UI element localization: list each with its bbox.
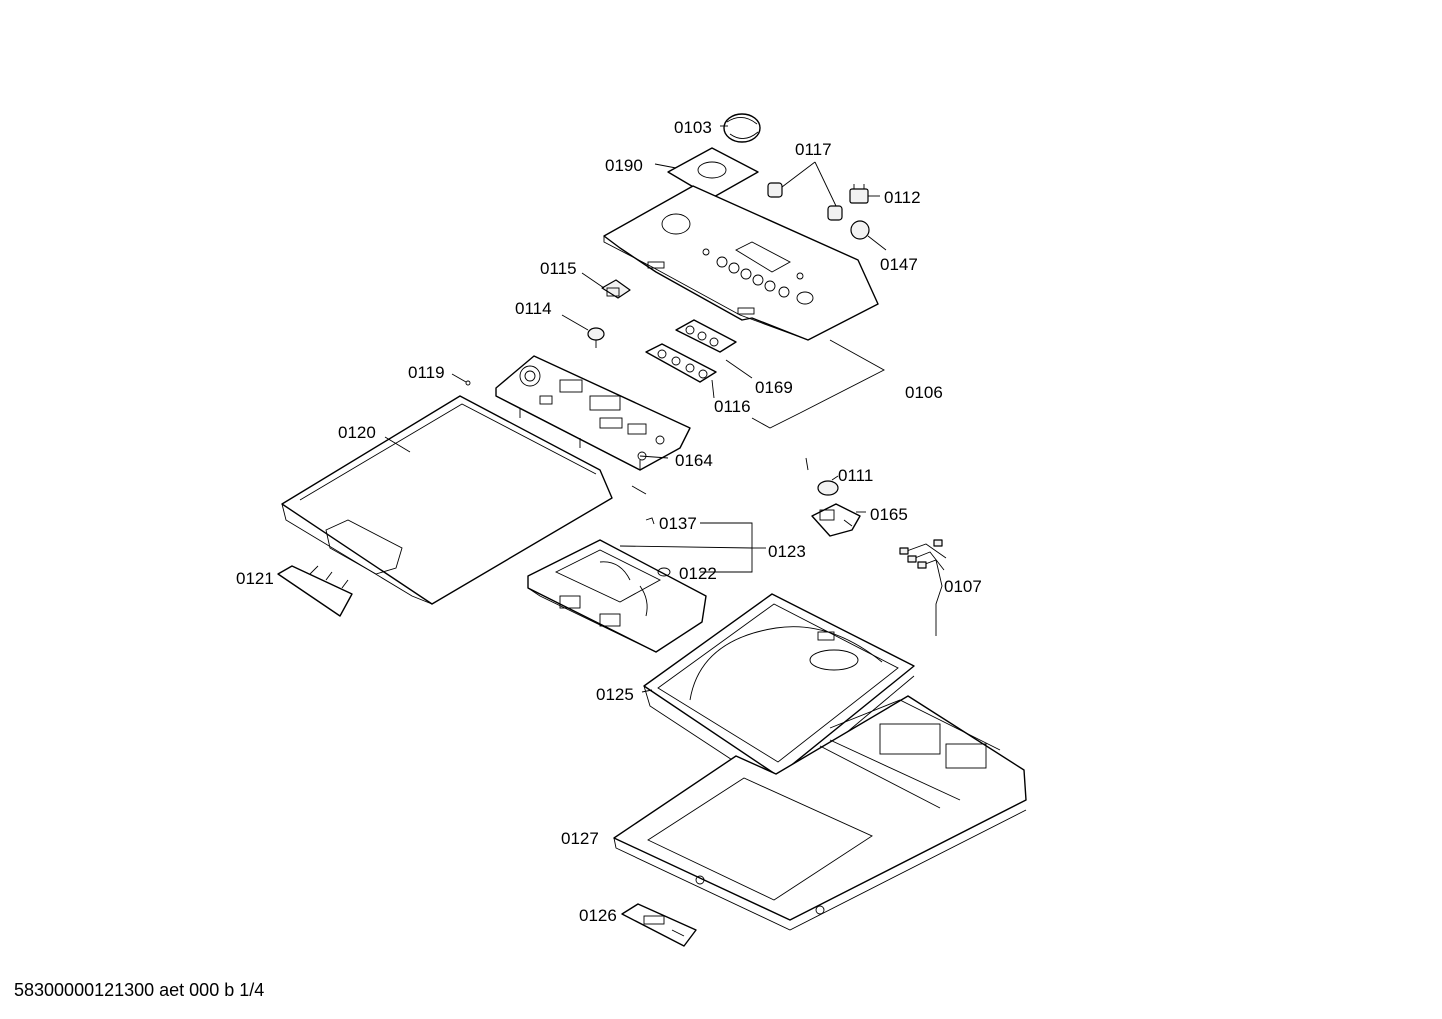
label-0122: 0122: [679, 564, 717, 583]
label-0107: 0107: [944, 577, 982, 596]
label-0120: 0120: [338, 423, 376, 442]
part-0147-button: [850, 220, 870, 240]
part-0123-detergent-drawer: [527, 539, 707, 653]
label-0147: 0147: [880, 255, 918, 274]
part-0120-lid: [281, 395, 647, 605]
label-0123: 0123: [768, 542, 806, 561]
label-0126: 0126: [579, 906, 617, 925]
document-id: 58300000121300 aet 000 b 1/4: [14, 980, 265, 1000]
label-0114: 0114: [515, 299, 552, 318]
label-0125: 0125: [596, 685, 634, 704]
part-0190-sheet: [667, 147, 759, 199]
label-0117: 0117: [795, 140, 832, 159]
part-0106-control-panel: [603, 185, 879, 341]
label-0127: 0127: [561, 829, 599, 848]
label-0137: 0137: [659, 514, 697, 533]
part-0107-wiring-harness: [899, 539, 947, 636]
part-0126-holder: [621, 903, 697, 947]
part-labels: 0103 0190 0117 0112 0147 0115 0114 0169 …: [236, 118, 982, 925]
label-0111: 0111: [838, 466, 873, 485]
part-0165-door-lock: [811, 503, 861, 537]
part-0121-handle: [277, 565, 353, 617]
part-0169-light-guide: [675, 319, 737, 353]
part-0127-base-frame: [613, 695, 1027, 931]
label-0190: 0190: [605, 156, 643, 175]
label-0169: 0169: [755, 378, 793, 397]
label-0121: 0121: [236, 569, 274, 588]
part-0114-spring: [587, 327, 605, 348]
part-0117-button: [767, 182, 843, 221]
part-0137-small-part: [645, 517, 655, 525]
label-0115: 0115: [540, 259, 577, 278]
label-0112: 0112: [884, 188, 921, 207]
part-0119-pin: [451, 373, 471, 386]
label-0106: 0106: [905, 383, 943, 402]
part-0103-knob: [723, 113, 761, 143]
part-0125-drum-ring: [643, 593, 915, 791]
part-0116-light-guide: [645, 343, 717, 383]
part-0164-electronic-module: [495, 355, 691, 471]
label-0165: 0165: [870, 505, 908, 524]
part-0115-clip: [601, 279, 631, 299]
label-0164: 0164: [675, 451, 713, 470]
part-0112-switch: [849, 184, 869, 204]
label-0103: 0103: [674, 118, 712, 137]
part-0111-screw: [805, 457, 839, 496]
label-0116: 0116: [714, 397, 751, 416]
label-0119: 0119: [408, 363, 445, 382]
